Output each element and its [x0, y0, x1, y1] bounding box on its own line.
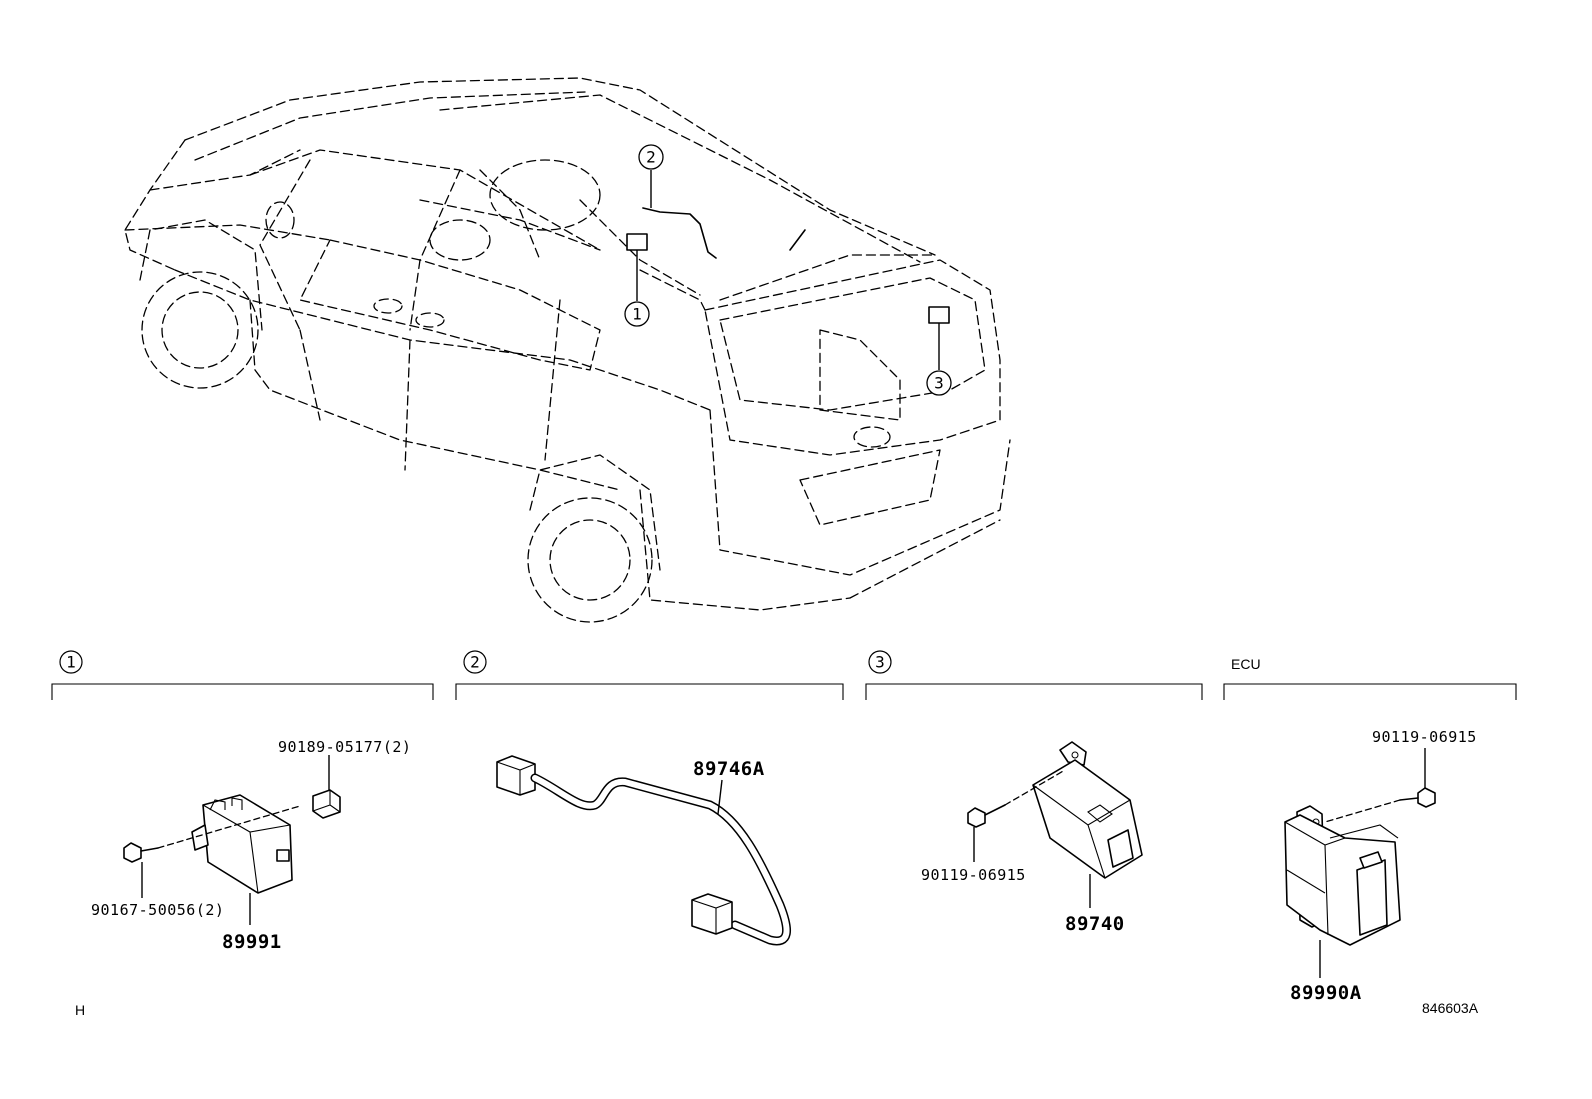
section-2-marker — [463, 650, 487, 674]
part-number-89991: 89991 — [222, 931, 282, 953]
section-headers: 1 2 3 ECU — [51, 650, 1517, 700]
callout-2 — [638, 144, 664, 170]
section-1-parts: 90189-05177(2) 90167-50056(2) 89991 — [91, 738, 411, 953]
unit-in-vehicle-3 — [928, 306, 950, 324]
module-connector — [276, 849, 290, 862]
callout-3 — [926, 370, 952, 396]
ecu-connector — [1356, 859, 1388, 936]
section-3-bracket — [865, 683, 1203, 700]
callout-2-label: 2 — [646, 148, 656, 167]
clip-nut — [312, 789, 341, 819]
part-number-90189-05177: 90189-05177(2) — [278, 738, 411, 756]
unit-connector — [1107, 829, 1134, 868]
module-bracket — [191, 824, 209, 851]
callout-1 — [624, 301, 650, 327]
section-1-marker-label: 1 — [66, 653, 76, 672]
drawing-id: 846603A — [1422, 1000, 1479, 1016]
part-number-90167-50056: 90167-50056(2) — [91, 901, 224, 919]
antenna-mark — [789, 229, 806, 251]
vehicle-illustration — [124, 77, 1011, 623]
part-number-89990A: 89990A — [1290, 982, 1362, 1004]
bolt-90167 — [123, 842, 142, 863]
section-1-bracket — [51, 683, 434, 700]
vehicle-callouts: 2 1 3 — [624, 144, 952, 396]
unit-bracket — [1059, 741, 1087, 766]
section-3-marker-label: 3 — [875, 653, 885, 672]
ecu-section-parts: 90119-06915 89990A — [1284, 728, 1477, 1004]
part-number-90119-06915-ecu: 90119-06915 — [1372, 728, 1477, 746]
section-3-parts: 90119-06915 89740 — [921, 741, 1143, 935]
section-2-parts: 89746A — [496, 755, 791, 946]
callout-3-label: 3 — [934, 374, 944, 393]
harness-in-vehicle-2 — [642, 207, 717, 259]
harness-connector-a — [496, 755, 536, 796]
section-3-marker — [868, 650, 892, 674]
part-number-89740: 89740 — [1065, 913, 1125, 935]
section-ecu-bracket — [1223, 683, 1517, 700]
section-2-marker-label: 2 — [470, 653, 480, 672]
bolt-90119-sec3 — [967, 807, 986, 828]
module-89991 — [202, 794, 293, 894]
callout-1-label: 1 — [632, 305, 642, 324]
module-in-vehicle-1 — [626, 233, 648, 251]
corner-letter: H — [75, 1002, 85, 1018]
harness-connector-b — [691, 893, 733, 935]
part-number-89746A: 89746A — [693, 758, 765, 780]
bolt-90119-ecu — [1417, 787, 1436, 808]
section-ecu-title: ECU — [1231, 656, 1261, 672]
section-2-bracket — [455, 683, 844, 700]
section-1-marker — [59, 650, 83, 674]
part-number-90119-06915-sec3: 90119-06915 — [921, 866, 1026, 884]
